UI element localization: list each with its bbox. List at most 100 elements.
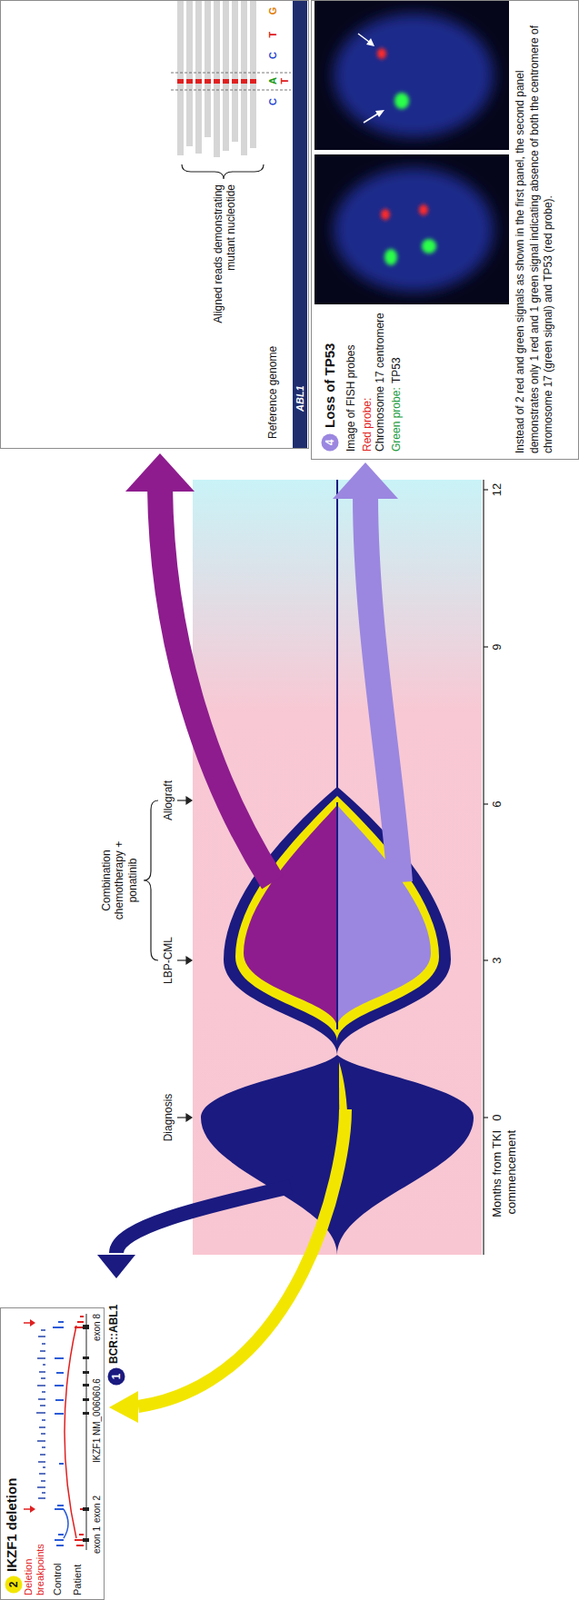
clone-arrow <box>97 453 400 1424</box>
event-arrow <box>177 799 188 801</box>
read-alignment <box>240 79 248 84</box>
clone-shape <box>336 802 339 1030</box>
deletion-plot <box>23 1322 31 1325</box>
event-arrow <box>177 959 188 961</box>
axis-tick-label: 0 <box>489 1104 505 1132</box>
fish-image <box>380 209 390 220</box>
result-panel: Loss of TP53Image of FISH probesRed prob… <box>310 0 579 460</box>
exon-label: exon 1 <box>91 1527 103 1555</box>
time-axis <box>483 646 489 648</box>
axis-title: Months from TKI commencement <box>489 1130 519 1244</box>
base-letter: C <box>267 49 280 61</box>
track-label: Deletion breakpoints <box>22 1537 47 1597</box>
panel-caption: Instead of 2 red and green signals as sh… <box>513 4 557 454</box>
fish-image <box>384 249 398 266</box>
read-alignment <box>213 0 220 158</box>
probe-key: Green probe: <box>389 387 403 452</box>
panel-heading: IKZF1 deletion <box>3 1478 20 1573</box>
time-axis <box>483 489 489 490</box>
read-alignment <box>186 0 193 147</box>
deletion-plot <box>82 1538 90 1543</box>
read-alignment <box>195 0 202 154</box>
read-alignment <box>231 0 239 142</box>
read-alignment <box>195 79 202 84</box>
deletion-plot <box>82 1398 90 1402</box>
fish-image <box>421 239 437 254</box>
read-alignment <box>204 0 211 138</box>
deletion-plot <box>82 1412 90 1416</box>
deletion-plot <box>29 1319 36 1328</box>
event-arrow <box>186 957 192 965</box>
callout-number: 2 <box>4 1576 23 1595</box>
base-letter: T <box>267 29 280 40</box>
clone-shape <box>235 796 440 1042</box>
event-arrow <box>186 1114 192 1122</box>
clone-arrow <box>159 487 273 883</box>
track-label: Control <box>51 1564 64 1597</box>
clone-arrow <box>116 1187 291 1254</box>
deletion-plot <box>86 1314 88 1551</box>
fish-image <box>377 48 387 60</box>
read-alignment <box>204 79 211 84</box>
event-arrow <box>177 1117 188 1119</box>
fish-image <box>363 113 379 123</box>
read-alignment <box>170 0 308 449</box>
deletion-plot <box>23 1508 31 1511</box>
read-alignment <box>177 79 184 84</box>
read-alignment <box>177 0 184 156</box>
event-label: LBP-CML <box>161 924 175 998</box>
annotation-label: Reference genome <box>266 346 280 440</box>
read-alignment <box>249 79 257 84</box>
deletion-plot <box>82 1325 90 1330</box>
treatment-bracket <box>143 800 159 961</box>
fish-image <box>366 38 375 47</box>
base-letter: T <box>279 75 291 87</box>
read-alignment <box>222 79 230 84</box>
callout-number: 4 <box>320 433 340 452</box>
axis-tick-label: 3 <box>489 947 505 975</box>
time-axis <box>482 479 484 1256</box>
panel-subheading: Image of FISH probes <box>344 345 358 452</box>
result-panel: IKZF1 deletionDeletion breakpoints Contro… <box>0 1307 105 1600</box>
annotation-label: Aligned reads demonstrating mutant nucle… <box>211 184 239 349</box>
deletion-plot <box>36 1330 46 1499</box>
base-letter: G <box>267 5 280 17</box>
time-axis <box>483 803 489 805</box>
fish-image <box>394 92 410 110</box>
base-letter: A <box>267 75 280 87</box>
track-label: Patient <box>71 1565 84 1597</box>
base-letter: C <box>267 96 280 108</box>
fish-image <box>314 154 510 305</box>
callout-number: 4 <box>320 433 340 452</box>
deletion-plot <box>82 1357 90 1360</box>
read-alignment <box>213 79 220 84</box>
probe-key: Red probe: <box>360 398 374 452</box>
fish-image <box>314 0 510 305</box>
deletion-plot <box>63 1509 69 1539</box>
clone-shape <box>336 479 339 789</box>
fish-image <box>333 13 494 138</box>
clone-arrow <box>138 1109 346 1408</box>
deletion-plot <box>64 1326 77 1539</box>
treatment-label: Combination chemotherapy + ponatinib <box>99 821 140 940</box>
event-label: Allograft <box>161 764 175 838</box>
probe-description: Chromosome 17 centromere <box>373 312 387 452</box>
exon-label: exon 8 <box>91 1314 103 1342</box>
callout-number: 1 <box>107 1367 126 1387</box>
read-alignment <box>181 164 264 180</box>
fish-image <box>419 204 429 216</box>
callout-circle <box>321 434 340 452</box>
axis-tick-label: 6 <box>489 790 505 819</box>
gene-label: ABL1 <box>294 385 307 412</box>
fish-image <box>314 0 510 150</box>
fish-image <box>333 168 494 292</box>
deletion-plot <box>82 1371 90 1375</box>
event-arrow <box>177 797 192 1122</box>
deletion-plot <box>52 1322 64 1547</box>
time-axis <box>483 1117 489 1119</box>
read-alignment <box>222 0 230 151</box>
exon-label: exon 2 <box>91 1496 103 1524</box>
event-label: Diagnosis <box>161 1081 175 1155</box>
time-axis <box>483 479 489 1256</box>
fish-image <box>375 109 385 118</box>
